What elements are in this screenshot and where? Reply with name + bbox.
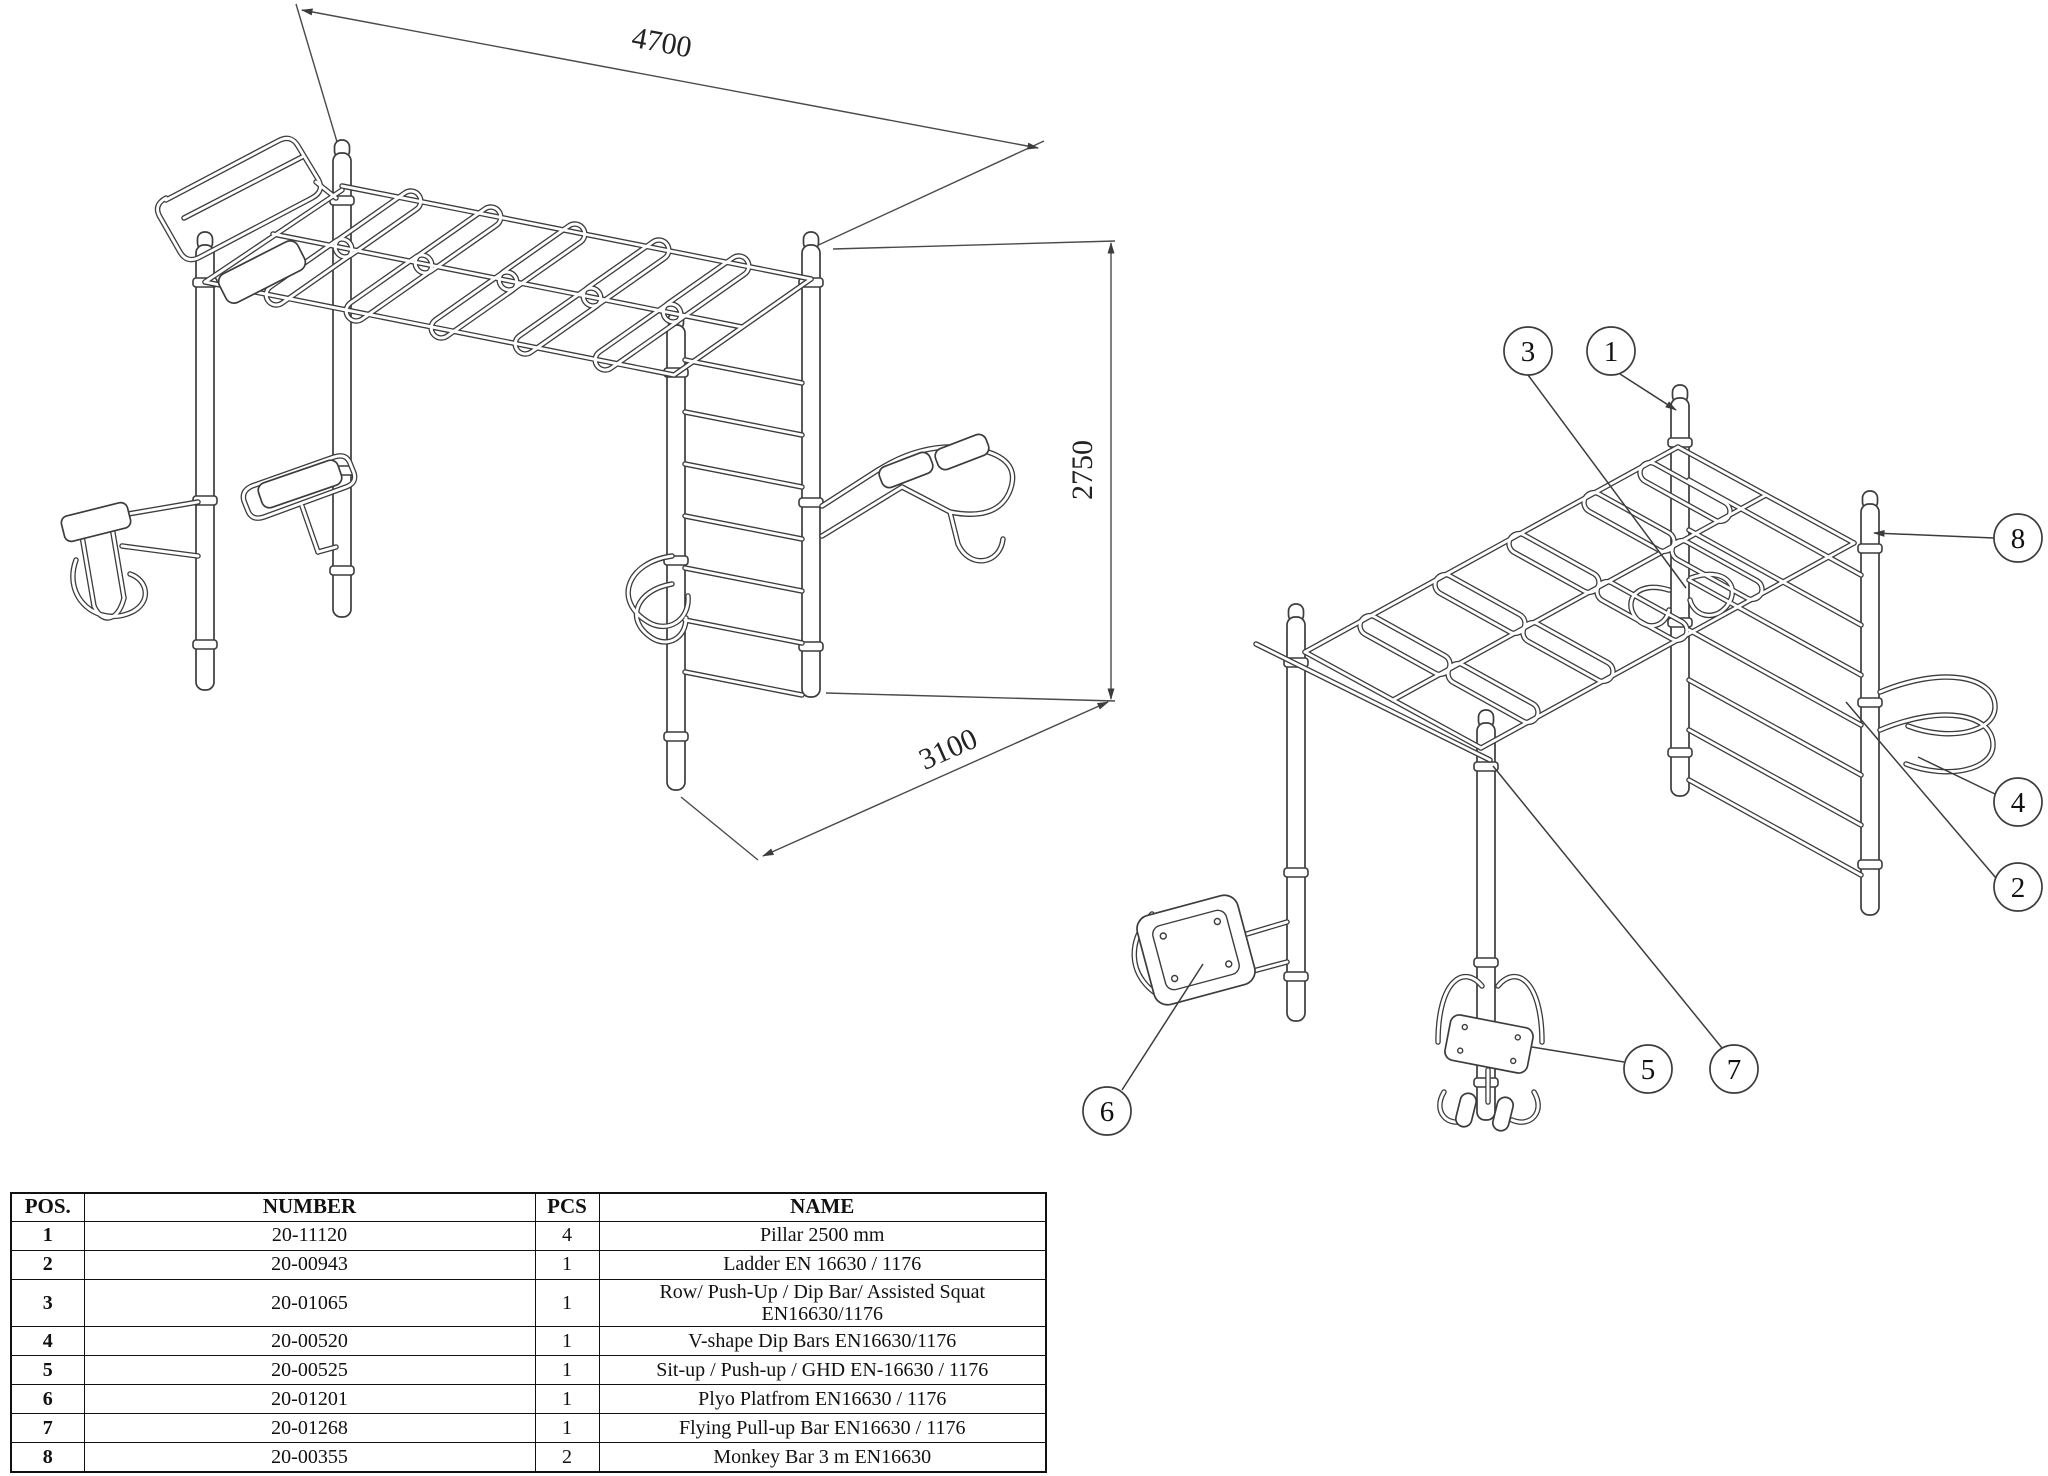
- cell-number: 20-11120: [83, 1220, 536, 1251]
- parts-table-header-row: POS. NUMBER PCS NAME: [10, 1192, 1047, 1222]
- table-row: 5 20-00525 1 Sit-up / Push-up / GHD EN-1…: [10, 1355, 1047, 1386]
- ghd-plate: [1444, 1014, 1534, 1074]
- cell-number: 20-00525: [83, 1355, 536, 1386]
- cell-pos: 2: [10, 1249, 85, 1280]
- col-header-name: NAME: [598, 1192, 1047, 1222]
- cell-number: 20-00520: [83, 1326, 536, 1357]
- cell-pos: 8: [10, 1442, 85, 1473]
- dim-width-label: 4700: [629, 21, 694, 64]
- callout-8-label: 8: [2011, 523, 2026, 555]
- cell-number: 20-01065: [83, 1278, 536, 1328]
- cell-pcs: 1: [534, 1384, 600, 1415]
- cell-name: Plyo Platfrom EN16630 / 1176: [598, 1384, 1047, 1415]
- dimension-2750: [825, 240, 1116, 702]
- cell-pcs: 1: [534, 1355, 600, 1386]
- callout-6: 6: [1082, 1086, 1132, 1136]
- dimension-3100: [680, 701, 1109, 861]
- table-row: 2 20-00943 1 Ladder EN 16630 / 1176: [10, 1249, 1047, 1280]
- parts-table: POS. NUMBER PCS NAME 1 20-11120 4 Pillar…: [10, 1192, 1047, 1473]
- cell-number: 20-01201: [83, 1384, 536, 1415]
- col-header-pos: POS.: [10, 1192, 85, 1222]
- cell-pos: 1: [10, 1220, 85, 1251]
- callout-1: 1: [1586, 326, 1636, 376]
- callout-4: 4: [1993, 777, 2043, 827]
- callout-7-label: 7: [1727, 1054, 1742, 1086]
- callout-5: 5: [1623, 1044, 1673, 1094]
- cell-pos: 3: [10, 1278, 85, 1328]
- cell-pos: 5: [10, 1355, 85, 1386]
- table-row: 7 20-01268 1 Flying Pull-up Bar EN16630 …: [10, 1413, 1047, 1444]
- cell-pcs: 4: [534, 1220, 600, 1251]
- table-row: 4 20-00520 1 V-shape Dip Bars EN16630/11…: [10, 1326, 1047, 1357]
- cell-name: Flying Pull-up Bar EN16630 / 1176: [598, 1413, 1047, 1444]
- callout-2-label: 2: [2011, 872, 2026, 904]
- callouts: 3 1 8 4 2 6 5 7: [1082, 326, 2043, 1136]
- cell-pos: 6: [10, 1384, 85, 1415]
- callout-7: 7: [1709, 1044, 1759, 1094]
- callout-5-label: 5: [1641, 1054, 1656, 1086]
- cell-name: Row/ Push-Up / Dip Bar/ Assisted Squat E…: [598, 1278, 1047, 1328]
- callout-1-label: 1: [1604, 336, 1619, 368]
- callout-3: 3: [1503, 326, 1553, 376]
- dim-depth-label: 3100: [914, 722, 982, 777]
- cell-name: Sit-up / Push-up / GHD EN-16630 / 1176: [598, 1355, 1047, 1386]
- cell-name: Pillar 2500 mm: [598, 1220, 1047, 1251]
- callout-3-label: 3: [1521, 336, 1536, 368]
- table-row: 3 20-01065 1 Row/ Push-Up / Dip Bar/ Ass…: [10, 1278, 1047, 1328]
- table-row: 6 20-01201 1 Plyo Platfrom EN16630 / 117…: [10, 1384, 1047, 1415]
- left-view-pillars: [192, 139, 824, 791]
- col-header-pcs: PCS: [534, 1192, 600, 1222]
- plyo-platform: [1136, 894, 1256, 1006]
- cell-pcs: 1: [534, 1413, 600, 1444]
- dimension-labels: 4700 2750 3100: [629, 21, 1099, 777]
- dim-height-label: 2750: [1066, 440, 1099, 500]
- callout-6-label: 6: [1100, 1096, 1115, 1128]
- right-view-pads: [1136, 894, 1534, 1132]
- table-row: 8 20-00355 2 Monkey Bar 3 m EN16630: [10, 1442, 1047, 1473]
- cell-number: 20-00355: [83, 1442, 536, 1473]
- cell-name: V-shape Dip Bars EN16630/1176: [598, 1326, 1047, 1357]
- cell-name: Monkey Bar 3 m EN16630: [598, 1442, 1047, 1473]
- dimension-4700: [295, 3, 1045, 249]
- callout-2: 2: [1993, 862, 2043, 912]
- right-view-pillars: [1283, 384, 1883, 1121]
- col-header-number: NUMBER: [83, 1192, 536, 1222]
- cell-pcs: 2: [534, 1442, 600, 1473]
- cell-pcs: 1: [534, 1278, 600, 1328]
- cell-pos: 7: [10, 1413, 85, 1444]
- cell-name: Ladder EN 16630 / 1176: [598, 1249, 1047, 1280]
- cell-pcs: 1: [534, 1326, 600, 1357]
- cell-number: 20-00943: [83, 1249, 536, 1280]
- callout-4-label: 4: [2011, 787, 2026, 819]
- left-view-pads: [60, 240, 990, 543]
- cell-pcs: 1: [534, 1249, 600, 1280]
- table-row: 1 20-11120 4 Pillar 2500 mm: [10, 1220, 1047, 1251]
- cell-pos: 4: [10, 1326, 85, 1357]
- cell-number: 20-01268: [83, 1413, 536, 1444]
- callout-8: 8: [1993, 513, 2043, 563]
